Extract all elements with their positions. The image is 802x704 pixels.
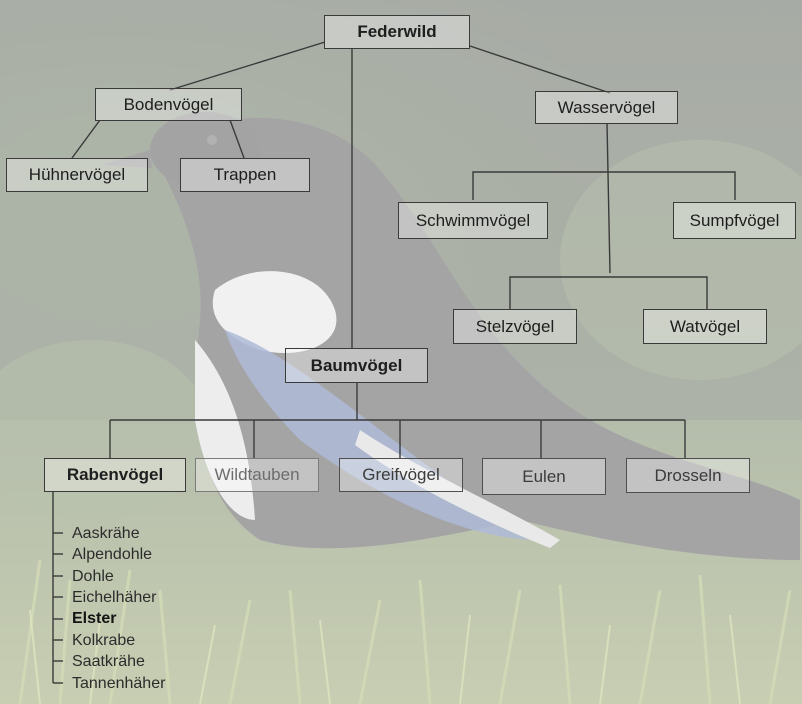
node-bodenvoegel: Bodenvögel — [95, 88, 242, 121]
species-alpendohle: Alpendohle — [72, 546, 153, 563]
species-tannenhaeher: Tannenhäher — [72, 675, 166, 692]
species-elster: Elster — [72, 610, 117, 627]
node-baumvoegel: Baumvögel — [285, 348, 428, 383]
node-drosseln: Drosseln — [626, 458, 750, 493]
node-wasservoegel: Wasservögel — [535, 91, 678, 124]
node-stelzvoegel: Stelzvögel — [453, 309, 577, 344]
species-dohle: Dohle — [72, 568, 114, 585]
node-eulen: Eulen — [482, 458, 606, 495]
node-wildtauben: Wildtauben — [195, 458, 319, 492]
node-rabenvoegel: Rabenvögel — [44, 458, 186, 492]
node-greifvoegel: Greifvögel — [339, 458, 463, 492]
species-aaskraehe: Aaskrähe — [72, 525, 140, 542]
species-kolkrabe: Kolkrabe — [72, 632, 136, 649]
species-saatkraehe: Saatkrähe — [72, 653, 145, 670]
node-trappen: Trappen — [180, 158, 310, 192]
node-federwild: Federwild — [324, 15, 470, 49]
node-sumpfvoegel: Sumpfvögel — [673, 202, 796, 239]
node-watvoegel: Watvögel — [643, 309, 767, 344]
species-eichelhaeher: Eichelhäher — [72, 589, 157, 606]
node-schwimmvoegel: Schwimmvögel — [398, 202, 548, 239]
node-huehnervoegel: Hühnervögel — [6, 158, 148, 192]
